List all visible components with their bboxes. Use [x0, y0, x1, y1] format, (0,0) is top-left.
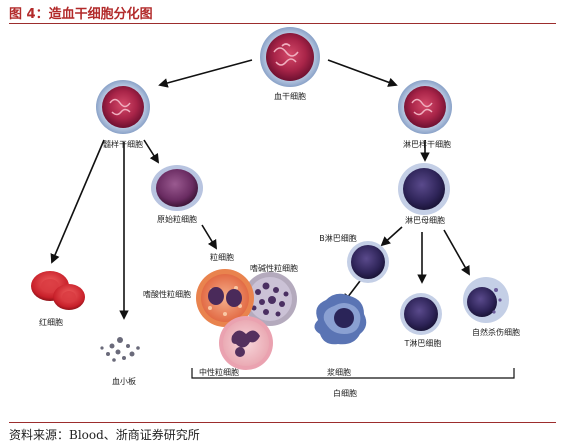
neutrophil-cell — [219, 316, 273, 370]
lymphoid-stem-label: 淋巴样干细胞 — [403, 139, 451, 149]
red-cell-label: 红细胞 — [39, 317, 63, 327]
nk-cell — [463, 277, 509, 323]
lymphoblast-label: 淋巴母细胞 — [405, 215, 445, 225]
footer-rule — [9, 422, 556, 423]
basophil-label: 嗜碱性粒细胞 — [250, 263, 298, 273]
red-blood-cells — [31, 271, 85, 310]
hematopoietic-stem-cell — [260, 27, 320, 87]
hsc-label: 血干细胞 — [274, 91, 306, 101]
nk-cell-label: 自然杀伤细胞 — [472, 327, 520, 337]
myeloblast-cell — [151, 165, 203, 211]
neutrophil-label: 中性粒细胞 — [199, 367, 239, 377]
myeloid-stem-label: 髓样干细胞 — [103, 139, 143, 149]
t-lymphocyte-cell — [400, 293, 442, 335]
myeloblast-label: 原始粒细胞 — [157, 214, 197, 224]
t-cell-label: T淋巴细胞 — [404, 338, 442, 348]
platelets — [100, 337, 140, 362]
plasma-cell — [314, 293, 367, 345]
source-note: 资料来源：Blood、浙商证券研究所 — [9, 428, 200, 442]
plasma-cell-label: 浆细胞 — [327, 367, 351, 377]
lymphoid-stem-cell — [398, 80, 452, 134]
myeloid-stem-cell — [96, 80, 150, 134]
basophil-cell — [243, 272, 297, 326]
granulocyte-label: 粒细胞 — [210, 252, 234, 262]
b-lymphocyte-cell — [347, 241, 389, 283]
b-cell-label: B淋巴细胞 — [319, 233, 357, 243]
platelet-label: 血小板 — [112, 376, 136, 386]
figure-title: 图 4：造血干细胞分化图 — [9, 7, 153, 22]
header-rule — [9, 23, 556, 24]
eosinophil-cell — [196, 269, 254, 327]
white-cell-bracket — [191, 368, 515, 379]
eosinophil-label: 嗜酸性粒细胞 — [143, 289, 191, 299]
white-cell-label: 白细胞 — [333, 388, 357, 398]
lymphoblast-cell — [398, 163, 450, 215]
